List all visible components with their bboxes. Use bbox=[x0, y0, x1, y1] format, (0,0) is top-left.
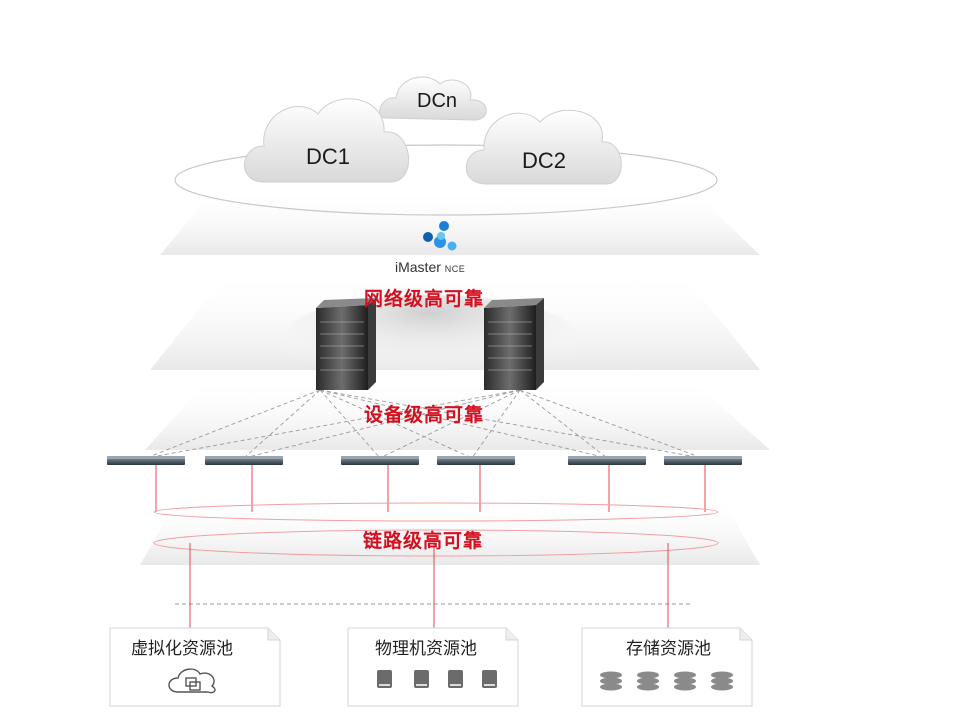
layer-title-network: 网络级高可靠 bbox=[364, 289, 485, 310]
cloud-dc1 bbox=[244, 98, 410, 183]
access-switch bbox=[664, 456, 742, 465]
pool-label-storage: 存储资源池 bbox=[626, 639, 711, 658]
pool-label-virtualization: 虚拟化资源池 bbox=[131, 639, 233, 658]
cloud-label-dc2: DC2 bbox=[522, 148, 567, 173]
dashed-mesh bbox=[145, 389, 703, 605]
access-switch bbox=[341, 456, 419, 465]
cloud-label-dcn: DCn bbox=[417, 90, 458, 112]
virtualization-cloud-icon bbox=[168, 668, 216, 694]
pool-label-physical: 物理机资源池 bbox=[375, 639, 477, 658]
storage-disk-icon bbox=[600, 671, 733, 691]
core-switch-right bbox=[484, 298, 544, 390]
imaster-nce-logo bbox=[423, 221, 457, 251]
link-lines bbox=[153, 465, 719, 632]
brand-suffix: NCE bbox=[444, 264, 466, 274]
brand-label: iMaster NCE bbox=[395, 259, 465, 275]
pool-card-virtualization bbox=[109, 627, 281, 707]
access-switch bbox=[437, 456, 515, 465]
cloud-label-dc1: DC1 bbox=[306, 144, 351, 169]
cloud-plane bbox=[160, 188, 760, 255]
access-switch bbox=[205, 456, 283, 465]
layer-title-device: 设备级高可靠 bbox=[364, 405, 485, 426]
pool-card-storage bbox=[581, 627, 753, 707]
layer-title-link: 链路级高可靠 bbox=[363, 531, 484, 552]
access-switch bbox=[107, 456, 185, 465]
cloud-dc2 bbox=[465, 109, 622, 185]
access-switch bbox=[568, 456, 646, 465]
cloud-ring bbox=[174, 144, 718, 216]
core-switch-left bbox=[316, 298, 376, 390]
device-plane bbox=[145, 378, 770, 450]
brand-name: iMaster bbox=[395, 259, 441, 275]
cloud-dcn bbox=[379, 76, 487, 121]
physical-server-icon bbox=[377, 670, 497, 688]
